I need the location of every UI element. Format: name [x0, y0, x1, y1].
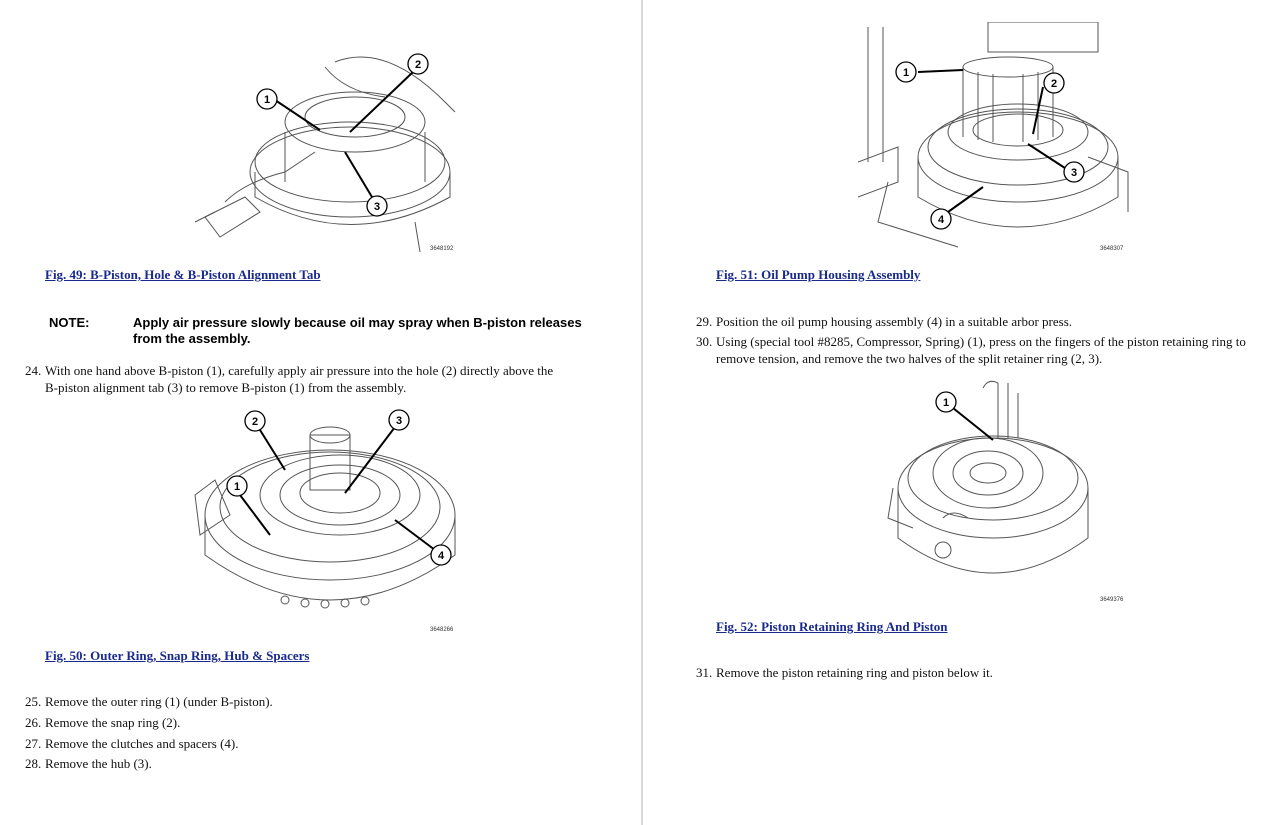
left-page: 1 2 3 3648192 Fig. 49: B-Piston, Hole & …	[25, 22, 625, 772]
page-divider	[641, 0, 643, 825]
step-text: Remove the clutches and spacers (4).	[45, 736, 239, 751]
step-30: 30. Using (special tool #8285, Compresso…	[696, 333, 1271, 367]
fig51-callout-2: 2	[1051, 78, 1057, 90]
step-text: Remove the outer ring (1) (under B-pisto…	[45, 694, 273, 709]
step-28: 28. Remove the hub (3).	[25, 755, 625, 772]
step-25: 25. Remove the outer ring (1) (under B-p…	[25, 693, 625, 710]
fig49-caption-link[interactable]: Fig. 49: B-Piston, Hole & B-Piston Align…	[45, 267, 321, 282]
fig52-callout-1: 1	[943, 397, 949, 409]
fig51-callout-3: 3	[1071, 167, 1077, 179]
right-page: 1 2 3 4 3648307 Fig. 51: Oil Pump Housin…	[643, 0, 1280, 825]
step-text: Remove the snap ring (2).	[45, 715, 181, 730]
step-text-line1: With one hand above B-piston (1), carefu…	[45, 363, 554, 378]
fig52-id: 3649376	[1100, 597, 1124, 603]
fig52-illustration: 1	[883, 378, 1133, 608]
fig49-illustration: 1 2 3	[185, 22, 465, 257]
fig51-callout-1: 1	[903, 67, 909, 79]
step-31: 31. Remove the piston retaining ring and…	[696, 664, 1271, 681]
fig52-caption-link[interactable]: Fig. 52: Piston Retaining Ring And Pisto…	[716, 619, 948, 634]
step-number: 24.	[25, 363, 42, 378]
fig50-caption-link[interactable]: Fig. 50: Outer Ring, Snap Ring, Hub & Sp…	[45, 648, 310, 663]
step-29: 29. Position the oil pump housing assemb…	[696, 313, 1271, 330]
fig49-callout-1: 1	[264, 94, 270, 106]
fig49-callout-2: 2	[415, 59, 421, 71]
fig51-drawing: 1 2 3 4	[858, 22, 1129, 248]
fig50-callout-2: 2	[252, 416, 258, 428]
fig49-callout-3: 3	[374, 201, 380, 213]
fig50-callout-3: 3	[396, 415, 402, 427]
step-text-line1: Using (special tool #8285, Compressor, S…	[716, 334, 1246, 349]
step-number: 31.	[696, 665, 713, 680]
step-27: 27. Remove the clutches and spacers (4).	[25, 735, 625, 752]
step-number: 27.	[25, 736, 42, 751]
step-number: 30.	[696, 334, 713, 349]
fig50-callout-4: 4	[438, 550, 445, 562]
fig49-drawing: 1 2 3	[194, 53, 456, 253]
step-number: 29.	[696, 314, 713, 329]
fig51-callout-4: 4	[938, 214, 945, 226]
fig50-id: 3648266	[430, 627, 454, 633]
fig50-drawing: 1 2 3 4	[194, 409, 456, 609]
step-text: Remove the hub (3).	[45, 756, 152, 771]
fig51-illustration: 1 2 3 4	[858, 22, 1138, 257]
fig51-caption-link[interactable]: Fig. 51: Oil Pump Housing Assembly	[716, 267, 921, 282]
fig51-id: 3648307	[1100, 246, 1124, 252]
note-label: NOTE:	[49, 315, 90, 330]
step-24: 24. With one hand above B-piston (1), ca…	[25, 362, 625, 396]
step-text: Remove the piston retaining ring and pis…	[716, 665, 993, 680]
fig50-callout-1: 1	[234, 481, 240, 493]
step-number: 26.	[25, 715, 42, 730]
note-text: Apply air pressure slowly because oil ma…	[133, 315, 582, 346]
fig50-illustration: 1 2 3 4	[185, 405, 465, 635]
step-26: 26. Remove the snap ring (2).	[25, 714, 625, 731]
step-number: 25.	[25, 694, 42, 709]
fig52-drawing: 1	[887, 380, 1089, 574]
step-number: 28.	[25, 756, 42, 771]
step-text: Position the oil pump housing assembly (…	[716, 314, 1073, 329]
step-text-line2: B-piston alignment tab (3) to remove B-p…	[45, 380, 407, 395]
fig49-id: 3648192	[430, 246, 454, 252]
step-text-line2: remove tension, and remove the two halve…	[716, 351, 1103, 366]
